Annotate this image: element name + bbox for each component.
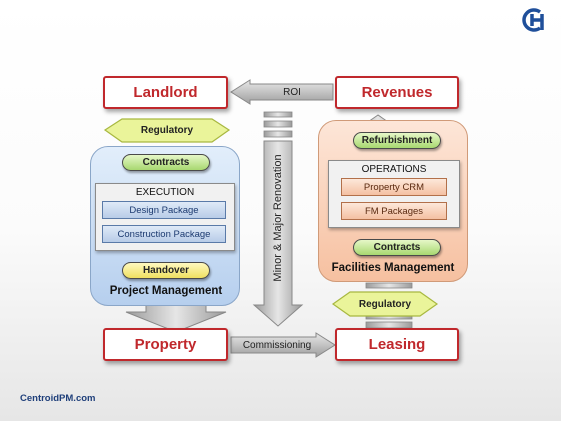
node-leasing: Leasing [335, 328, 459, 361]
construction-package-item: Construction Package [102, 225, 226, 243]
pm-title: Project Management [109, 285, 223, 297]
operations-group: OPERATIONS Property CRM FM Packages [328, 160, 460, 228]
property-crm-item: Property CRM [341, 178, 447, 196]
pm-regulatory-label: Regulatory [140, 124, 194, 136]
pm-contracts-pill: Contracts [122, 154, 210, 171]
roi-arrow [230, 79, 334, 105]
renovation-arrow [252, 140, 304, 327]
node-revenues: Revenues [335, 76, 459, 109]
renovation-label: Minor & Major Renovation [272, 154, 284, 282]
design-package-item: Design Package [102, 201, 226, 219]
cg-logo-icon [518, 6, 548, 34]
node-landlord: Landlord [103, 76, 228, 109]
pm-handover-pill: Handover [122, 262, 210, 279]
node-property: Property [103, 328, 228, 361]
footer-url: CentroidPM.com [20, 393, 96, 404]
fm-packages-item: FM Packages [341, 202, 447, 220]
fm-refurbishment-pill: Refurbishment [353, 132, 441, 149]
commissioning-label: Commissioning [242, 339, 312, 351]
execution-title: EXECUTION [135, 187, 195, 198]
fm-title: Facilities Management [331, 262, 455, 274]
commissioning-arrow [230, 332, 336, 358]
fm-contracts-pill: Contracts [353, 239, 441, 256]
pm-regulatory-diamond [103, 118, 231, 143]
fm-regulatory-label: Regulatory [358, 298, 412, 310]
execution-group: EXECUTION Design Package Construction Pa… [95, 183, 235, 251]
roi-label: ROI [283, 86, 301, 98]
fm-regulatory-diamond [331, 291, 439, 317]
operations-title: OPERATIONS [361, 164, 427, 175]
